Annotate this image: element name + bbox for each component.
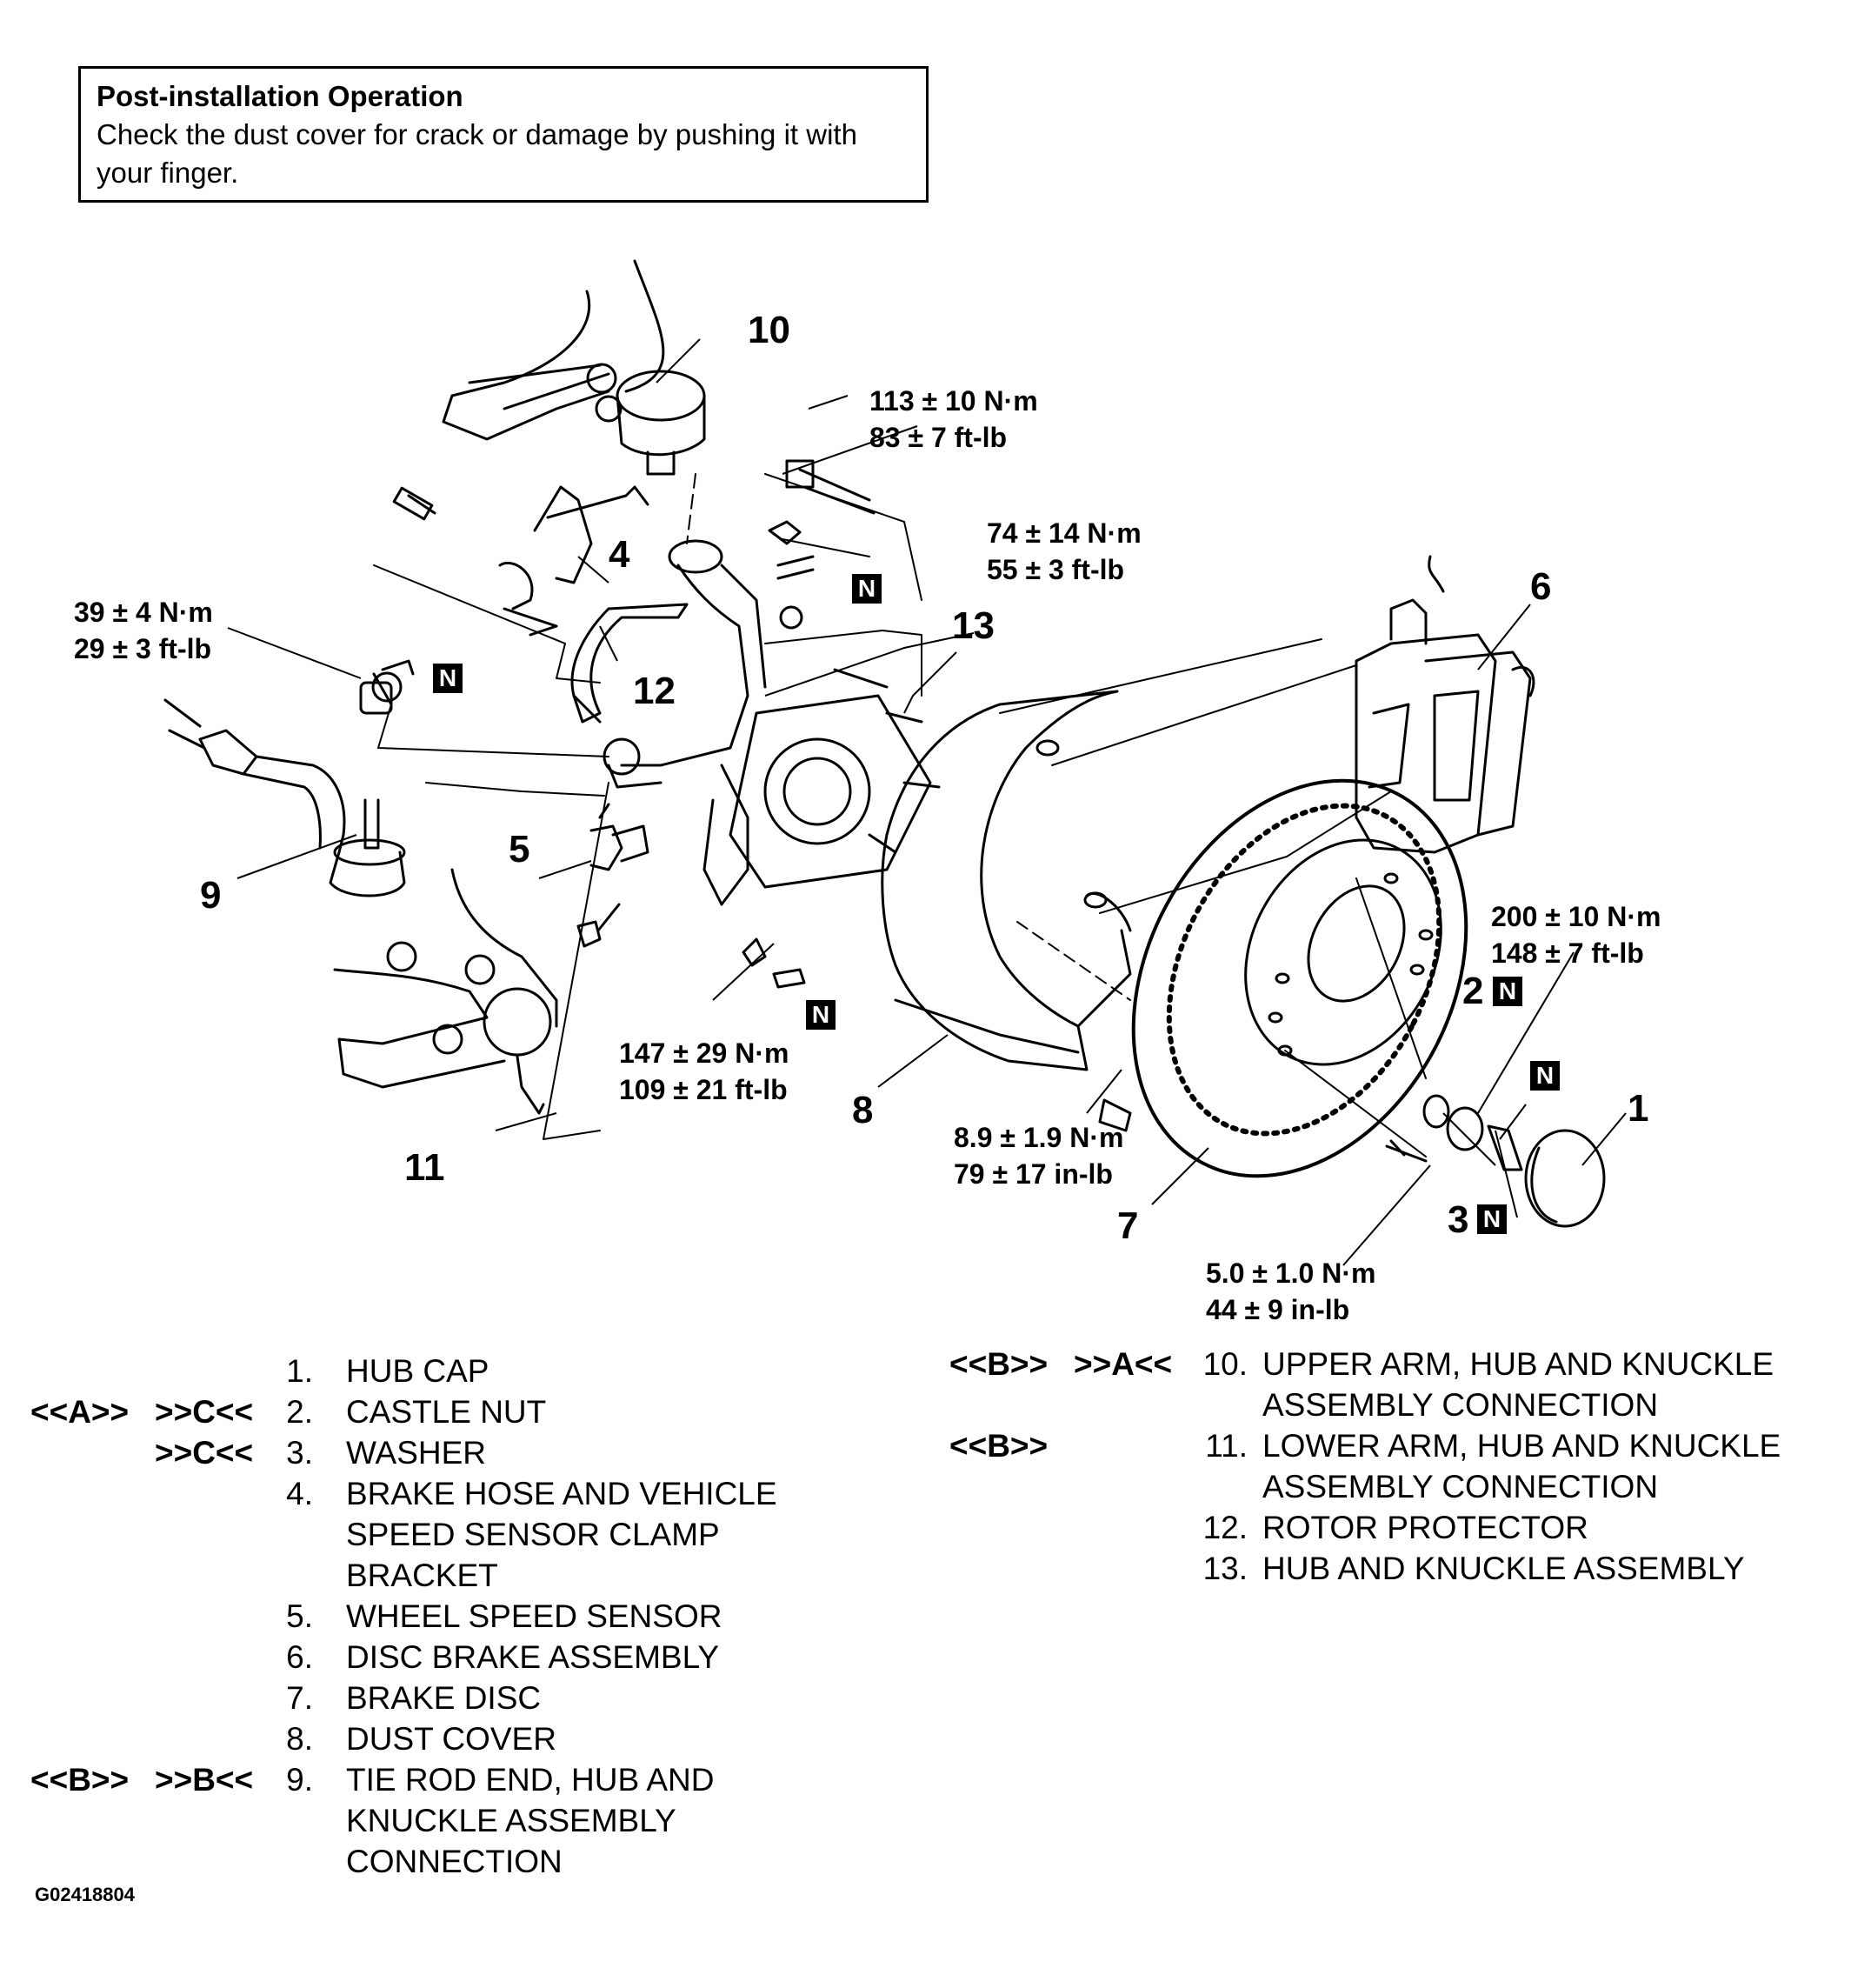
legend-description: UPPER ARM, HUB AND KNUCKLE <box>1262 1346 1774 1382</box>
lower-arm-drawing <box>333 868 558 1115</box>
torque-nm: 113 ± 10 N·m <box>869 385 1038 417</box>
legend-description: BRAKE HOSE AND VEHICLE <box>346 1476 777 1511</box>
callout-7: 7 <box>1117 1204 1139 1247</box>
legend-number: 3. <box>286 1435 313 1471</box>
legend-tag-removal: <<B>> <box>949 1428 1049 1464</box>
torque-spec-200: 200 ± 10 N·m 148 ± 7 ft-lb <box>1491 898 1661 971</box>
new-part-mark: N <box>806 1000 836 1030</box>
legend-number: 1. <box>286 1353 313 1389</box>
legend-number: 8. <box>286 1721 313 1757</box>
legend-description: ASSEMBLY CONNECTION <box>1262 1387 1659 1423</box>
legend-description: KNUCKLE ASSEMBLY <box>346 1803 676 1838</box>
note-title: Post-installation Operation <box>97 80 463 112</box>
callout-11: 11 <box>404 1146 445 1189</box>
legend-number: 7. <box>286 1680 313 1716</box>
dust-cover-drawing <box>881 690 1132 1071</box>
torque-alt: 109 ± 21 ft-lb <box>619 1074 788 1105</box>
torque-alt: 79 ± 17 in-lb <box>954 1158 1113 1190</box>
torque-nm: 8.9 ± 1.9 N·m <box>954 1122 1124 1153</box>
legend-tag-installation: >>A<< <box>1074 1346 1173 1382</box>
legend-description: BRAKE DISC <box>346 1680 542 1716</box>
legend-number: 4. <box>286 1476 313 1511</box>
legend-description: WHEEL SPEED SENSOR <box>346 1598 722 1634</box>
torque-nm: 200 ± 10 N·m <box>1491 901 1661 932</box>
legend-number: 12. <box>1202 1510 1248 1545</box>
legend-description: CONNECTION <box>346 1844 563 1879</box>
rotor-protector-drawing <box>570 603 689 724</box>
torque-spec-39: 39 ± 4 N·m 29 ± 3 ft-lb <box>74 594 213 667</box>
torque-spec-74: 74 ± 14 N·m 55 ± 3 ft-lb <box>987 515 1142 588</box>
legend-description: TIE ROD END, HUB AND <box>346 1762 715 1798</box>
legend-tag-removal: <<A>> <box>30 1394 130 1430</box>
torque-alt: 148 ± 7 ft-lb <box>1491 937 1644 969</box>
callout-5: 5 <box>509 828 530 871</box>
callout-13: 13 <box>952 604 995 647</box>
callout-6: 6 <box>1530 565 1552 608</box>
legend-number: 6. <box>286 1639 313 1675</box>
legend-number: 11. <box>1205 1428 1248 1464</box>
legend-description: LOWER ARM, HUB AND KNUCKLE <box>1262 1428 1781 1464</box>
legend-description: BRACKET <box>346 1558 498 1593</box>
new-part-mark: N <box>1530 1061 1560 1091</box>
torque-spec-147: 147 ± 29 N·m 109 ± 21 ft-lb <box>619 1035 789 1108</box>
torque-alt: 83 ± 7 ft-lb <box>869 422 1008 453</box>
torque-spec-113: 113 ± 10 N·m 83 ± 7 ft-lb <box>869 383 1038 456</box>
legend-tag-removal: <<B>> <box>949 1346 1049 1382</box>
legend-description: ROTOR PROTECTOR <box>1262 1510 1588 1545</box>
legend-tag-installation: >>C<< <box>155 1394 254 1430</box>
legend-tag-installation: >>C<< <box>155 1435 254 1471</box>
legend-description: HUB AND KNUCKLE ASSEMBLY <box>1262 1551 1745 1586</box>
torque-nm: 5.0 ± 1.0 N·m <box>1206 1258 1376 1289</box>
small-parts-drawing <box>1098 1094 1606 1228</box>
post-installation-note: Post-installation Operation Check the du… <box>78 66 929 203</box>
new-part-mark: N <box>433 664 463 693</box>
legend-description: DUST COVER <box>346 1721 556 1757</box>
torque-alt: 29 ± 3 ft-lb <box>74 633 212 664</box>
legend-number: 9. <box>286 1762 313 1798</box>
note-text-line2: your finger. <box>97 157 239 189</box>
legend-tag-removal: <<B>> <box>30 1762 130 1798</box>
callout-8: 8 <box>852 1089 874 1131</box>
callout-1: 1 <box>1628 1087 1649 1130</box>
legend-description: DISC BRAKE ASSEMBLY <box>346 1639 720 1675</box>
figure-id: G02418804 <box>35 1884 135 1905</box>
legend-description: WASHER <box>346 1435 487 1471</box>
callout-10: 10 <box>748 309 790 351</box>
legend-number: 2. <box>286 1394 313 1430</box>
new-part-mark: N <box>852 574 882 604</box>
torque-nm: 39 ± 4 N·m <box>74 597 213 628</box>
note-text-line1: Check the dust cover for crack or damage… <box>97 118 857 150</box>
legend-description: ASSEMBLY CONNECTION <box>1262 1469 1659 1504</box>
legend-description: CASTLE NUT <box>346 1394 547 1430</box>
legend-number: 13. <box>1202 1551 1248 1586</box>
torque-alt: 44 ± 9 in-lb <box>1206 1294 1350 1325</box>
torque-alt: 55 ± 3 ft-lb <box>987 554 1125 585</box>
callout-12: 12 <box>633 670 676 712</box>
knuckle-drawing <box>603 539 941 906</box>
wheel-speed-sensor-drawing <box>576 803 649 948</box>
new-part-mark: N <box>1477 1204 1507 1234</box>
legend-description: HUB CAP <box>346 1353 489 1389</box>
disc-brake-assembly-drawing <box>1355 555 1535 854</box>
upper-arm-drawing <box>442 259 706 476</box>
leader-lines <box>373 473 1427 1157</box>
callout-3: 3 <box>1448 1198 1469 1241</box>
legend-number: 5. <box>286 1598 313 1634</box>
torque-nm: 147 ± 29 N·m <box>619 1037 789 1069</box>
torque-spec-8-9: 8.9 ± 1.9 N·m 79 ± 17 in-lb <box>954 1119 1123 1192</box>
callout-2: 2 <box>1462 970 1484 1012</box>
new-part-mark: N <box>1493 977 1522 1006</box>
legend-number: 10. <box>1202 1346 1248 1382</box>
brake-disc-drawing <box>1131 778 1468 1178</box>
torque-spec-5-0: 5.0 ± 1.0 N·m 44 ± 9 in-lb <box>1206 1255 1375 1328</box>
legend-description: SPEED SENSOR CLAMP <box>346 1517 720 1552</box>
callout-9: 9 <box>200 874 222 917</box>
tie-rod-end-drawing <box>163 671 406 897</box>
torque-nm: 74 ± 14 N·m <box>987 517 1142 549</box>
legend-tag-installation: >>B<< <box>155 1762 254 1798</box>
callout-4: 4 <box>609 533 630 576</box>
